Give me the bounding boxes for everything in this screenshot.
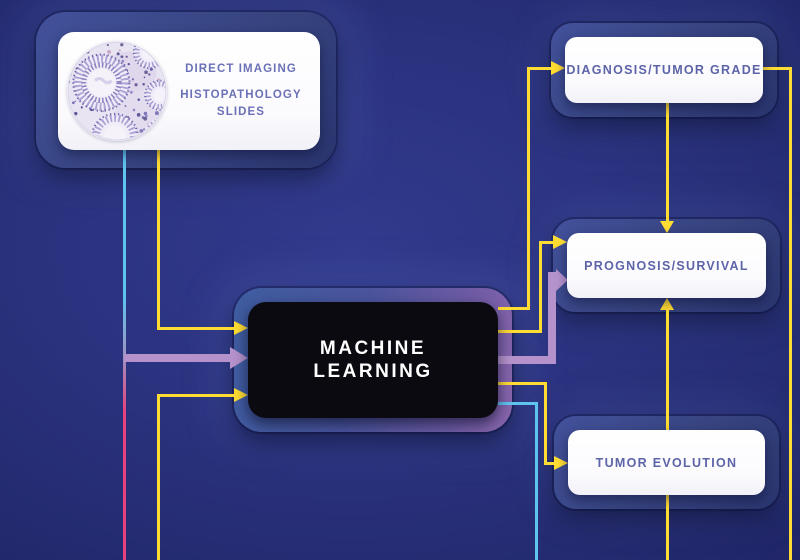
arrowhead-ml-to-prognosis <box>553 235 567 249</box>
input-node-label-primary: DIRECT IMAGING <box>185 63 297 76</box>
edge-ml-lavender-vertical <box>548 272 556 360</box>
histopathology-micrograph <box>67 41 167 141</box>
gland-right <box>144 79 166 111</box>
arrowhead-bottom-to-prognosis <box>660 298 674 310</box>
arrowhead-input-to-ml-upper <box>234 321 248 335</box>
arrowhead-bottom-to-ml <box>234 388 248 402</box>
edge-bottom-to-ml-vertical <box>156 396 160 560</box>
node-histopathology-slides: DIRECT IMAGING HISTOPATHOLOGY SLIDES <box>58 32 320 150</box>
node-tumor-evolution: TUMOR EVOLUTION <box>568 430 765 495</box>
edge-diagnosis-to-prognosis-vertical <box>665 103 669 222</box>
edge-ml-cyan-horizontal <box>498 401 537 405</box>
edge-bottom-to-ml-horizontal <box>156 393 234 397</box>
edge-ml-to-tumor-horizontal1 <box>498 381 547 385</box>
arrowhead-diagnosis-to-prognosis <box>660 221 674 233</box>
arrowhead-ml-to-tumor-evolution <box>554 456 568 470</box>
edge-input-to-ml-upper-horizontal <box>156 326 234 330</box>
edge-input-to-ml-upper-vertical <box>156 150 160 328</box>
node-prognosis-survival: PROGNOSIS/SURVIVAL <box>567 233 766 298</box>
edge-ml-to-tumor-vertical <box>543 381 547 465</box>
edge-diagnosis-right-vertical <box>788 66 792 560</box>
edge-ml-to-diagnosis-horizontal1 <box>498 306 530 310</box>
edge-ml-to-prognosis-horizontal1 <box>498 329 542 333</box>
gland-large <box>72 53 131 112</box>
edge-ml-to-diagnosis-horizontal2 <box>526 66 551 70</box>
ml-node-label: MACHINE LEARNING <box>313 337 433 382</box>
prognosis-node-label: PROGNOSIS/SURVIVAL <box>584 258 749 273</box>
arrowhead-ml-to-diagnosis <box>551 61 565 75</box>
node-diagnosis-tumor-grade: DIAGNOSIS/TUMOR GRADE <box>565 37 763 103</box>
edge-lavender-to-ml-horizontal <box>124 354 230 362</box>
edge-diagnosis-right-horizontal <box>763 66 792 70</box>
edge-ml-to-tumor-horizontal2 <box>543 461 554 465</box>
input-node-text: DIRECT IMAGING HISTOPATHOLOGY SLIDES <box>170 32 312 150</box>
diagnosis-node-label: DIAGNOSIS/TUMOR GRADE <box>566 63 762 77</box>
arrowhead-lavender-to-ml <box>230 347 248 369</box>
edge-ml-cyan-vertical <box>534 401 538 560</box>
edge-ml-to-prognosis-vertical <box>538 240 542 333</box>
node-machine-learning: MACHINE LEARNING <box>248 302 498 418</box>
edge-ml-to-prognosis-horizontal2 <box>538 240 553 244</box>
arrowhead-ml-lavender-to-prognosis <box>556 269 568 291</box>
tumor-evolution-node-label: TUMOR EVOLUTION <box>595 455 738 470</box>
edge-ml-to-diagnosis-vertical <box>526 66 530 310</box>
edge-ml-lavender-horizontal <box>498 356 556 364</box>
input-node-label-secondary: HISTOPATHOLOGY SLIDES <box>180 89 302 118</box>
